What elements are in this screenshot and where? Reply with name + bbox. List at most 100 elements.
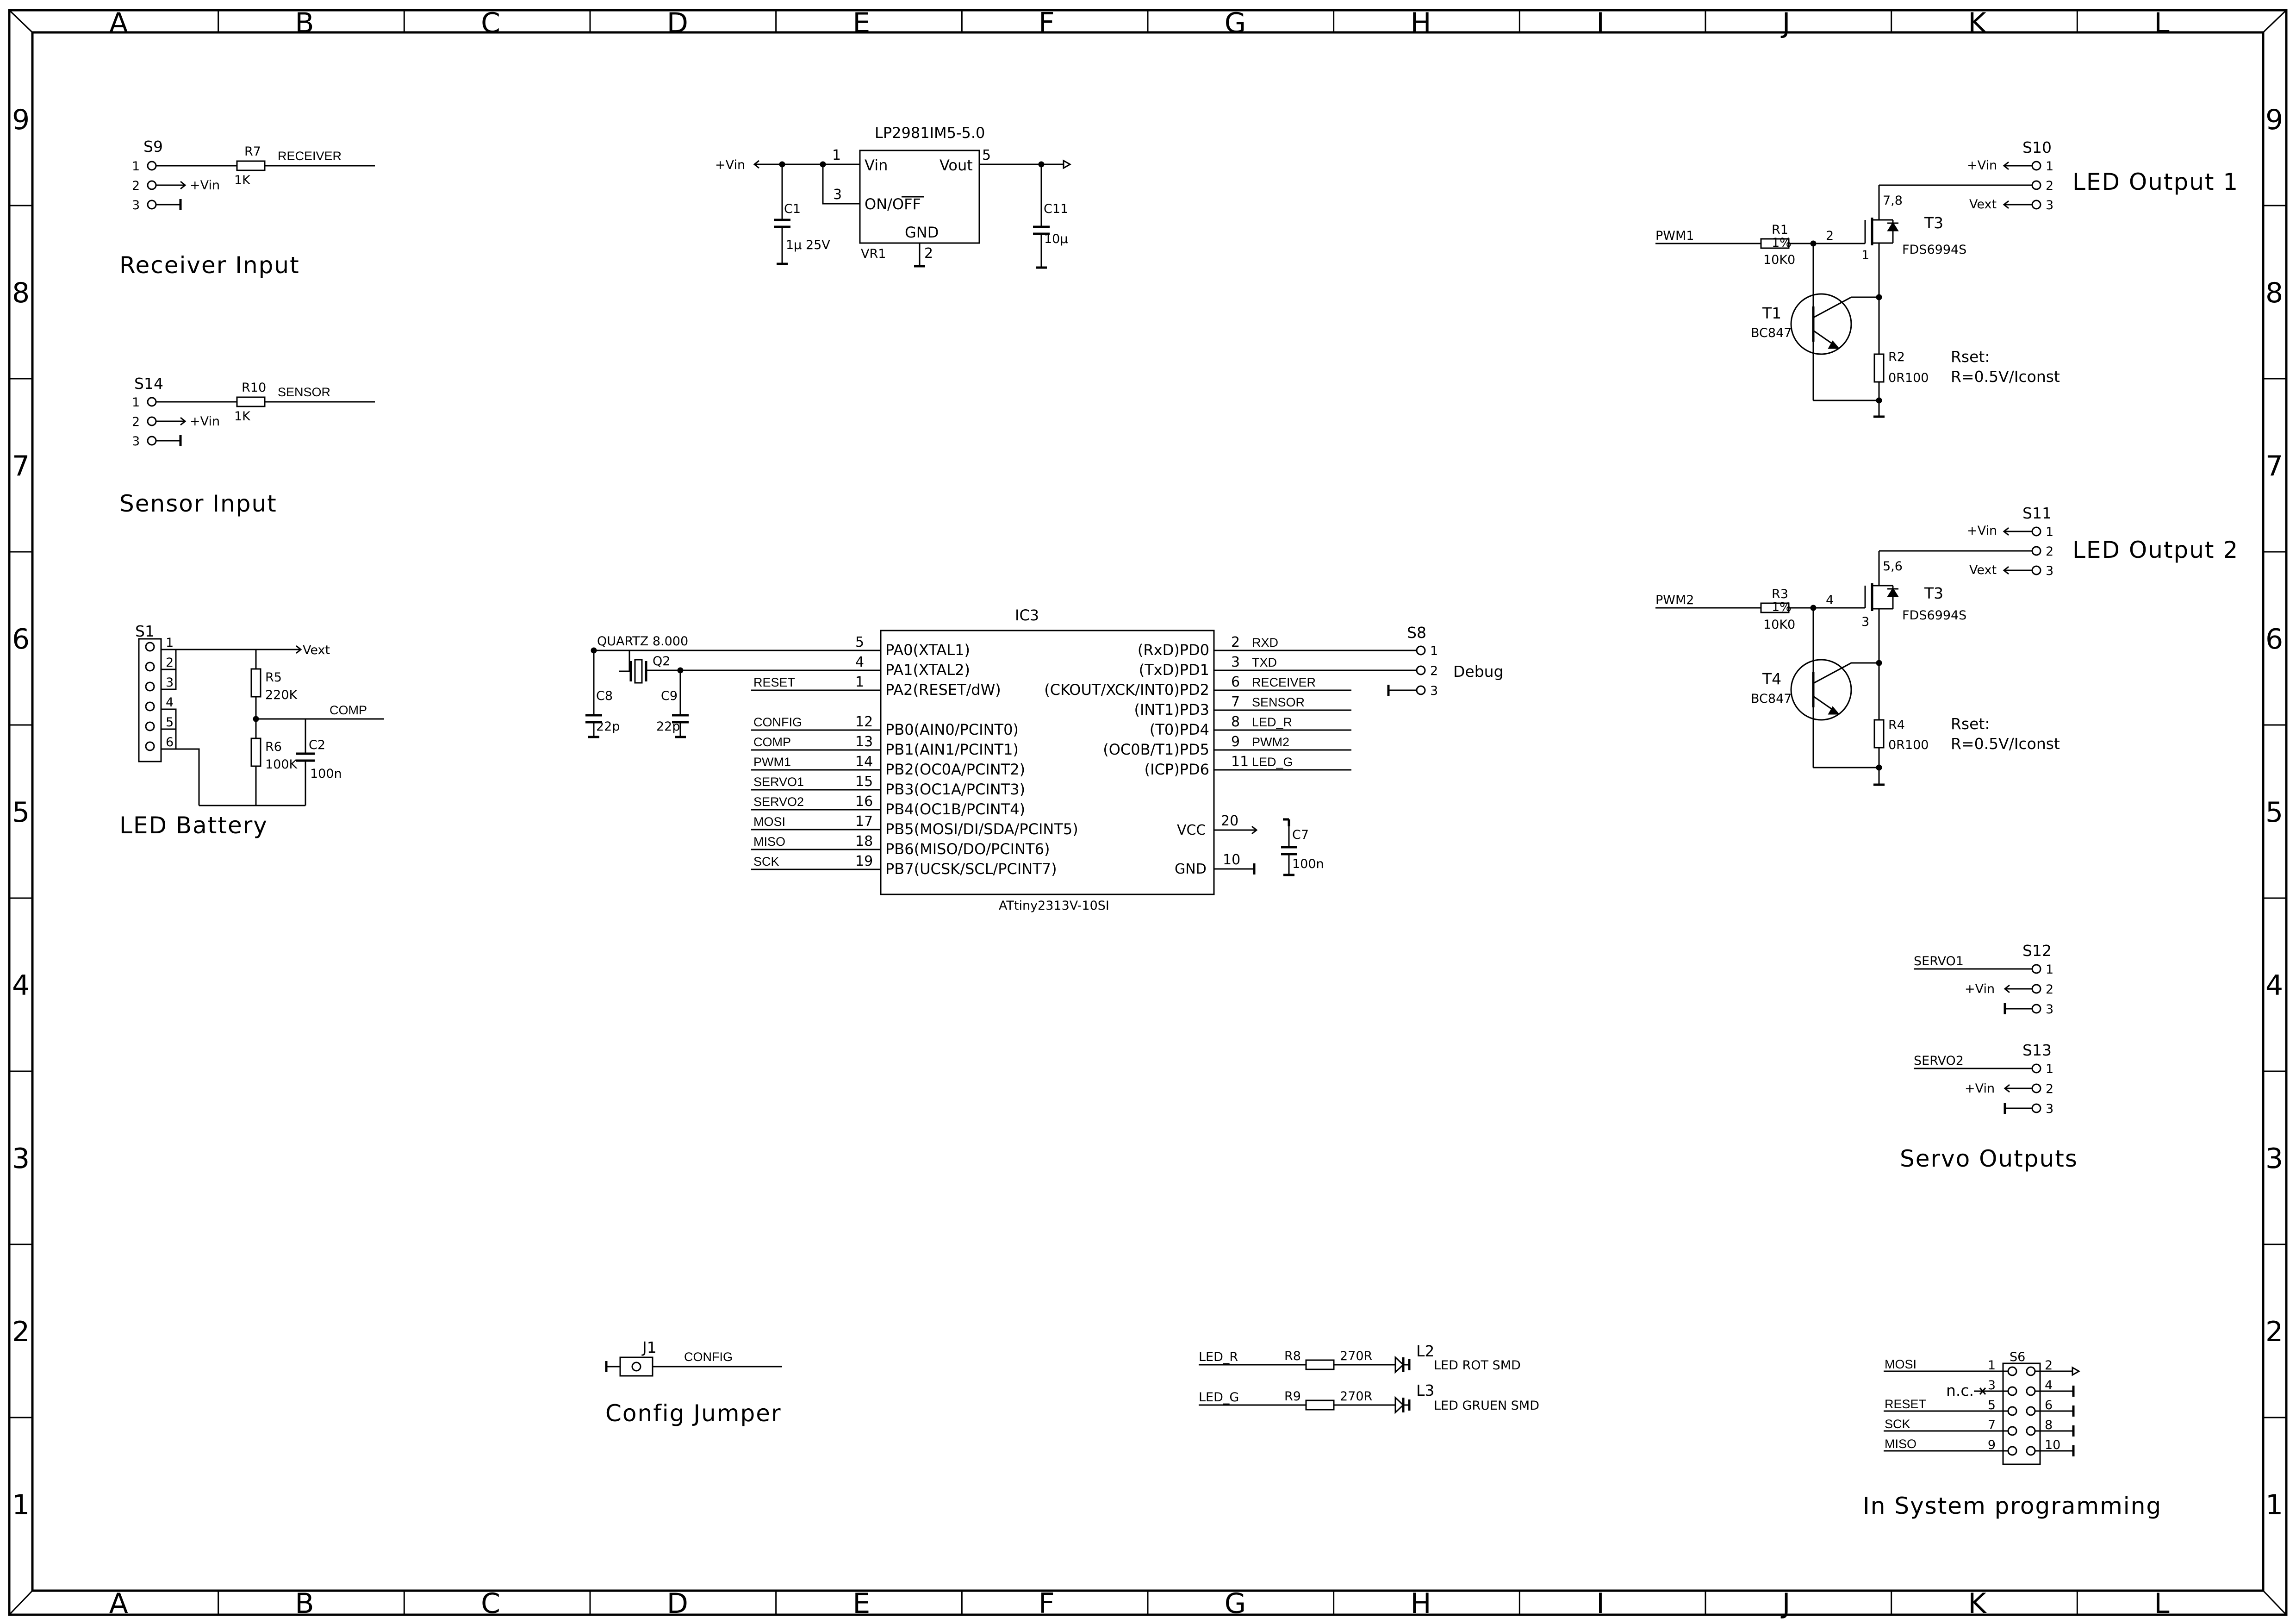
out2-pin-3: 3 (2046, 564, 2053, 578)
column-label-top: D (667, 7, 688, 39)
debug-pin-1: 1 (1430, 644, 1438, 658)
isp-left-pin-num: 9 (1988, 1438, 1996, 1452)
out1-rset-label: Rset: (1951, 348, 1990, 366)
regulator-pin-vin: 1 (832, 147, 841, 163)
out2-source-pin: 3 (1861, 615, 1869, 629)
out1-vin-label: +Vin (1967, 158, 1997, 173)
mcu-right-pin-name: (TxD)PD1 (1139, 661, 1209, 679)
led-g-desc: LED GRUEN SMD (1434, 1399, 1539, 1413)
mcu-left-pin-net: MISO (753, 835, 785, 849)
debug-connector-ref: S8 (1407, 624, 1426, 642)
mcu-left-pin-net: SCK (753, 855, 779, 868)
mcu-left-pin-num: 16 (855, 793, 873, 810)
isp-nc-label: n.c. (1946, 1381, 1974, 1399)
mcu-right-pin-num: 2 (1231, 634, 1240, 650)
row-label-right: 7 (2265, 450, 2283, 482)
row-label-left: 9 (12, 104, 30, 136)
out1-bjt (1790, 293, 1852, 355)
sensor-terminal-3 (147, 436, 157, 446)
receiver-net-label: RECEIVER (278, 149, 342, 163)
out1-r1-value: 10K0 (1763, 253, 1795, 267)
mcu-left-pin-num: 19 (855, 853, 873, 869)
receiver-pin-1: 1 (132, 159, 140, 174)
receiver-connector-ref: S9 (143, 137, 163, 156)
sensor-vin-arrow (180, 417, 187, 426)
mcu-quartz-crystal (634, 659, 643, 684)
receiver-terminal-1 (147, 161, 157, 171)
battery-pin-3: 3 (166, 675, 174, 690)
led-r-resistor (1305, 1359, 1335, 1370)
column-label-bottom: F (1039, 1587, 1055, 1620)
out1-pin-2: 2 (2046, 179, 2053, 193)
column-label-top: L (2154, 7, 2170, 39)
mcu-left-pin-name: PB0(AIN0/PCINT0) (885, 721, 1019, 738)
mcu-vcc-name: VCC (1177, 822, 1206, 838)
out1-pin-1: 1 (2046, 159, 2053, 174)
out1-sense-resistor (1873, 353, 1885, 383)
servo1-vin-label: +Vin (1965, 982, 1995, 996)
mcu-right-pin-net: RXD (1252, 636, 1278, 650)
column-label-top: B (295, 7, 314, 39)
led-g-diode (1394, 1396, 1405, 1414)
battery-vext-label: Vext (303, 643, 330, 657)
mcu-left-pin-num: 12 (855, 714, 873, 730)
mcu-gnd-name: GND (1175, 861, 1207, 877)
mcu-ref: IC3 (1015, 606, 1039, 624)
battery-pin-4: 4 (166, 695, 174, 710)
config-jumper-block: J1 CONFIG Config Jumper (605, 1338, 782, 1427)
mcu-left-pin-name: PB5(MOSI/DI/SDA/PCINT5) (885, 820, 1078, 838)
sensor-pin-3: 3 (132, 434, 140, 449)
mcu-left-pin-num: 4 (855, 654, 864, 670)
battery-r6-ref: R6 (265, 740, 282, 754)
row-label-left: 7 (12, 450, 30, 482)
mcu-right-pin-num: 6 (1231, 674, 1240, 690)
out1-gate-pin: 2 (1826, 229, 1834, 243)
mcu-left-pin-net: SERVO2 (753, 795, 804, 809)
battery-net-label: COMP (330, 703, 367, 717)
out1-connector-ref: S10 (2022, 138, 2052, 156)
debug-block: S8 1 2 3 Debug (1387, 624, 1504, 698)
regulator-pin-out: 5 (982, 147, 991, 163)
sensor-input-block: S14 1 2 3 R10 1K SENSOR +Vin Sensor Inpu… (119, 375, 375, 517)
out2-fet-part: FDS6994S (1902, 608, 1966, 623)
mcu-left-pin-name: PB1(AIN1/PCINT1) (885, 741, 1019, 758)
out2-bjt-arrow (1828, 706, 1840, 715)
led-r-res-value: 270R (1340, 1349, 1372, 1363)
mcu-right-pin-name: (OC0B/T1)PD5 (1103, 741, 1209, 758)
isp-connector-ref: S6 (2010, 1350, 2025, 1364)
battery-pin-5: 5 (166, 715, 174, 730)
sensor-resistor-ref: R10 (242, 381, 266, 395)
mcu-q2-ref: Q2 (653, 654, 670, 668)
mcu-left-pin-net: CONFIG (753, 715, 802, 729)
mcu-left-pin-net: RESET (753, 675, 795, 689)
mcu-right-pin-name: (RxD)PD0 (1138, 641, 1209, 659)
led-battery-block: S1 1 2 3 4 5 6 Vext R5 220K COMP R6 100K (119, 622, 384, 839)
mcu-c8-ref: C8 (596, 689, 613, 703)
led-r-net: LED_R (1199, 1350, 1238, 1364)
mcu-body (880, 630, 1215, 895)
sensor-input-title: Sensor Input (119, 490, 277, 517)
out2-vext-label: Vext (1969, 563, 1997, 577)
out2-rs-ref: R4 (1888, 718, 1905, 732)
led-output-2-block: S11 +Vin 1 2 Vext 3 LED Output 2 PWM2 1%… (1655, 504, 2238, 786)
debug-label: Debug (1453, 662, 1504, 681)
out2-sense-resistor (1873, 719, 1885, 749)
column-label-top: K (1968, 7, 1987, 39)
receiver-resistor (236, 160, 266, 171)
mcu-right-pin-net: SENSOR (1252, 695, 1305, 709)
column-label-top: F (1039, 7, 1055, 39)
sensor-pin-2: 2 (132, 415, 140, 429)
column-label-top: H (1410, 7, 1431, 39)
column-label-top: A (109, 7, 128, 39)
out1-fet-part: FDS6994S (1902, 243, 1966, 257)
led-r-ref: L2 (1416, 1342, 1434, 1360)
mcu-left-pin-name: PB4(OC1B/PCINT4) (885, 800, 1025, 818)
out1-fet-ref: T3 (1924, 214, 1943, 232)
regulator-c11-ref: C11 (1044, 202, 1068, 216)
mcu-left-pin-net: PWM1 (753, 755, 791, 769)
isp-left-net: RESET (1885, 1397, 1926, 1411)
regulator-c1-value: 1µ 25V (786, 238, 830, 252)
row-label-left: 2 (12, 1316, 30, 1348)
mcu-right-pin-num: 8 (1231, 714, 1240, 730)
out2-bjt-ref: T4 (1762, 670, 1781, 688)
